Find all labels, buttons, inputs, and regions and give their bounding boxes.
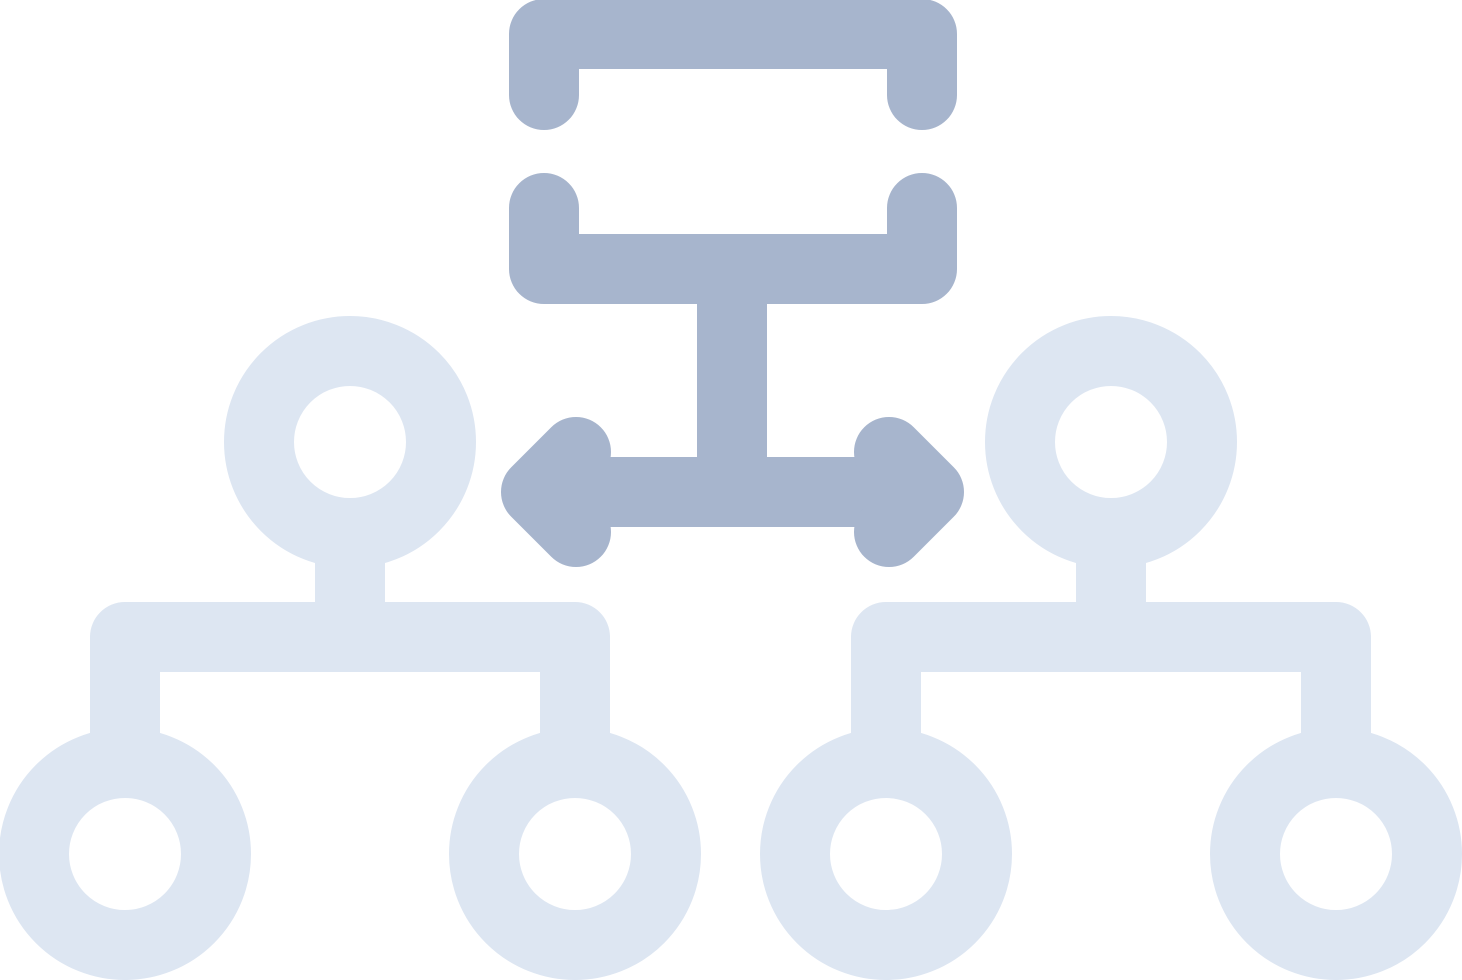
left-arrow-head-icon bbox=[501, 417, 611, 567]
right-tree bbox=[760, 316, 1462, 980]
right-root-node bbox=[985, 316, 1237, 568]
left-root-node bbox=[224, 316, 476, 568]
left-tree bbox=[0, 316, 701, 980]
right-child-node-2 bbox=[1210, 728, 1462, 980]
left-child-node-2 bbox=[449, 728, 701, 980]
right-arrow-head-icon bbox=[854, 417, 964, 567]
org-trees bbox=[0, 316, 1462, 980]
split-connector bbox=[501, 0, 964, 567]
right-branch-bar bbox=[851, 602, 1371, 760]
left-branch-bar bbox=[90, 602, 610, 760]
left-child-node-1 bbox=[0, 728, 251, 980]
top-bracket bbox=[509, 0, 957, 130]
bottom-bracket bbox=[509, 173, 957, 304]
right-child-node-1 bbox=[760, 728, 1012, 980]
